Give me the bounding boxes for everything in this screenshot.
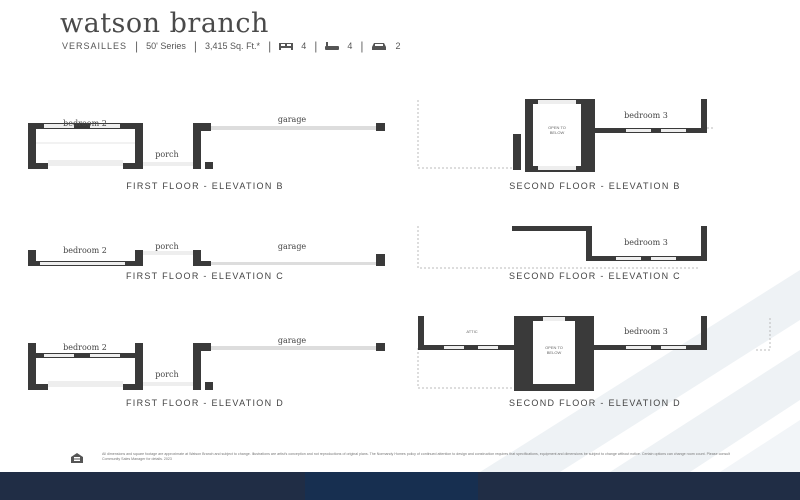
series: 50' Series — [146, 41, 186, 51]
plan-first-floor-d: bedroom 2 porch garage FIRST FLOOR - ELE… — [28, 336, 385, 408]
plan-second-floor-c: bedroom 3 SECOND FLOOR - ELEVATION C — [417, 226, 707, 281]
room-label: bedroom 2 — [63, 246, 107, 255]
plan-second-floor-d: ATTIC OPEN TO BELOW bedroom 3 SECOND FLO… — [417, 316, 771, 408]
plan-caption: SECOND FLOOR - ELEVATION D — [509, 398, 681, 408]
disclaimer: All dimensions and square footage are ap… — [102, 452, 730, 461]
equal-housing-icon — [71, 453, 83, 463]
plan-caption: SECOND FLOOR - ELEVATION B — [509, 181, 681, 191]
room-label: porch — [155, 150, 178, 159]
bed-icon — [279, 43, 294, 50]
background-stripes — [480, 270, 800, 472]
room-label: OPEN TO — [548, 125, 566, 130]
room-label: bedroom 3 — [624, 111, 668, 120]
room-label: porch — [155, 242, 178, 251]
plan-caption: FIRST FLOOR - ELEVATION D — [126, 398, 284, 408]
room-label: bedroom 3 — [624, 238, 668, 247]
room-label: porch — [155, 370, 178, 379]
plan-second-floor-b: OPEN TO BELOW bedroom 3 SECOND FLOOR - E… — [417, 99, 715, 191]
bathrooms-count: 4 — [347, 41, 353, 51]
square-feet: 3,415 Sq. Ft.* — [205, 41, 261, 51]
room-label: garage — [278, 336, 307, 345]
footer-bar — [0, 472, 800, 500]
plan-first-floor-b: bedroom 2 porch garage FIRST FLOOR - ELE… — [28, 115, 385, 191]
bedrooms-count: 4 — [301, 41, 307, 51]
room-label: ATTIC — [466, 329, 477, 334]
plan-caption: FIRST FLOOR - ELEVATION B — [126, 181, 284, 191]
room-label: OPEN TO — [545, 345, 563, 350]
room-label: BELOW — [550, 130, 565, 135]
room-label: BELOW — [547, 350, 562, 355]
garage-count: 2 — [395, 41, 401, 51]
car-icon — [372, 42, 387, 50]
room-label: bedroom 2 — [63, 343, 107, 352]
bathtub-icon — [325, 41, 340, 50]
footer-tab — [305, 472, 478, 500]
plan-first-floor-c: bedroom 2 porch garage FIRST FLOOR - ELE… — [28, 242, 385, 281]
room-label: garage — [278, 115, 307, 124]
plan-specs: VERSAILLES | 50' Series | 3,415 Sq. Ft.*… — [62, 39, 401, 53]
room-label: garage — [278, 242, 307, 251]
room-label: bedroom 2 — [63, 119, 107, 128]
plan-caption: FIRST FLOOR - ELEVATION C — [126, 271, 284, 281]
floor-plans: bedroom 2 porch garage FIRST FLOOR - ELE… — [28, 99, 771, 408]
community-title: watson branch — [60, 8, 269, 39]
room-label: bedroom 3 — [624, 327, 668, 336]
plan-caption: SECOND FLOOR - ELEVATION C — [509, 271, 681, 281]
plan-name: VERSAILLES — [62, 41, 128, 51]
